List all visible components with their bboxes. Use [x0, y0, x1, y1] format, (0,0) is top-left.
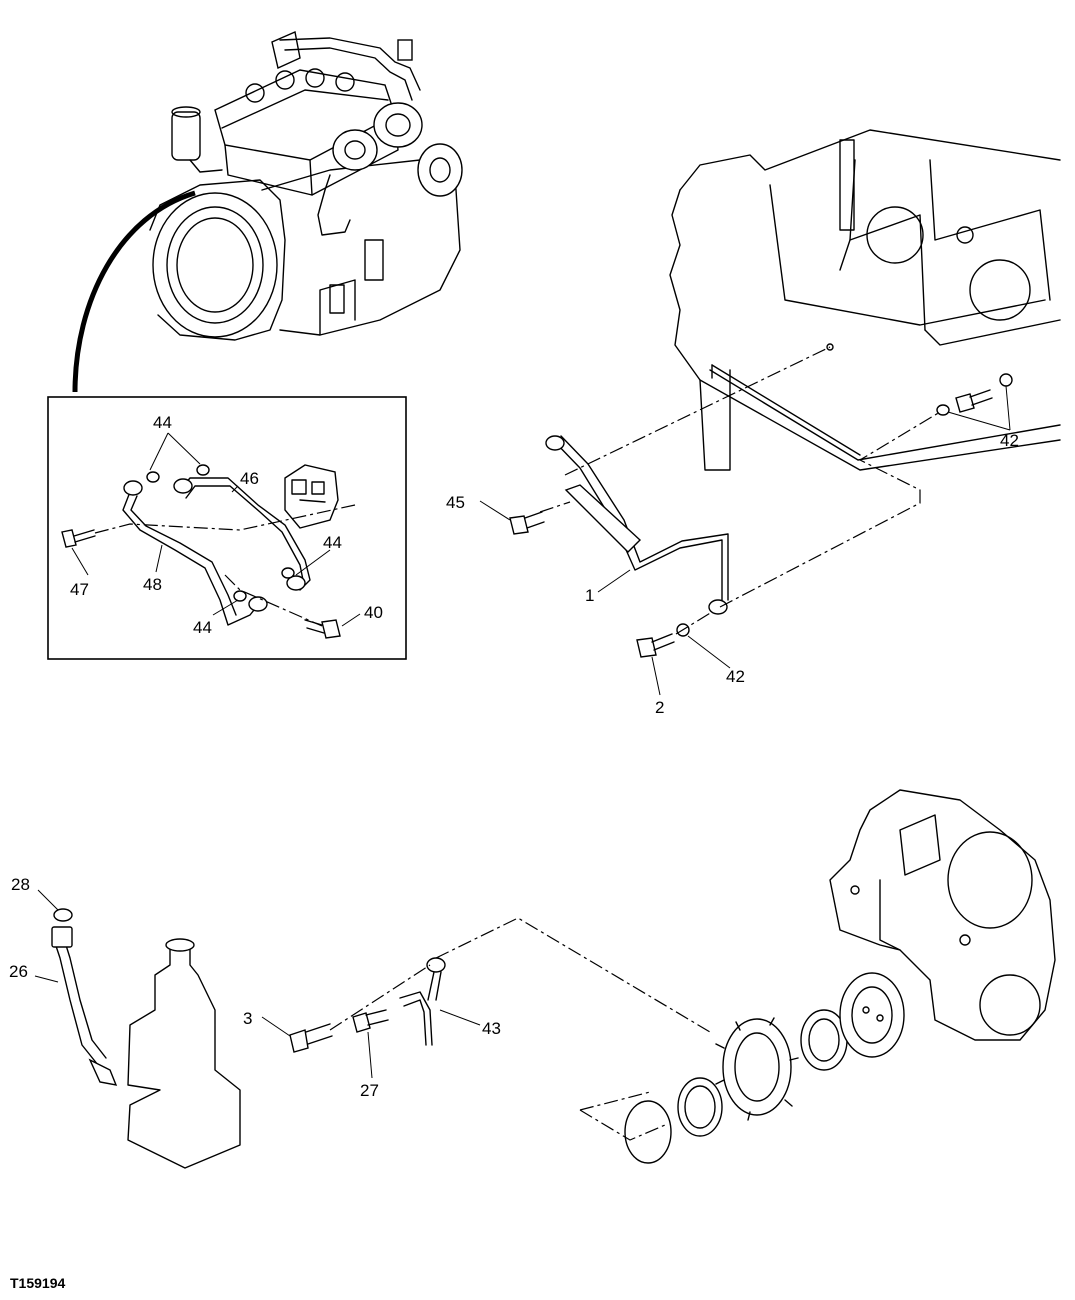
callout-42-top: 42 [1000, 431, 1019, 450]
callout-1: 1 [585, 586, 594, 605]
engine-block-cutaway [479, 129, 1061, 696]
callout-44-top: 44 [153, 413, 172, 432]
callout-44-right: 44 [323, 533, 342, 552]
callout-48: 48 [143, 575, 162, 594]
figure-id: T159194 [10, 1275, 65, 1291]
detail-inset [47, 396, 407, 660]
callout-47: 47 [70, 580, 89, 599]
callout-45: 45 [446, 493, 465, 512]
callout-28: 28 [11, 875, 30, 894]
callout-2: 2 [655, 698, 664, 717]
engine-overview [72, 31, 463, 393]
callout-26: 26 [9, 962, 28, 981]
callout-44-bottom: 44 [193, 618, 212, 637]
callout-27: 27 [360, 1081, 379, 1100]
callout-46: 46 [240, 469, 259, 488]
callout-3: 3 [243, 1009, 252, 1028]
callout-42-bottom: 42 [726, 667, 745, 686]
callout-40: 40 [364, 603, 383, 622]
callout-43: 43 [482, 1019, 501, 1038]
pump-and-gear-assembly [34, 789, 1056, 1169]
